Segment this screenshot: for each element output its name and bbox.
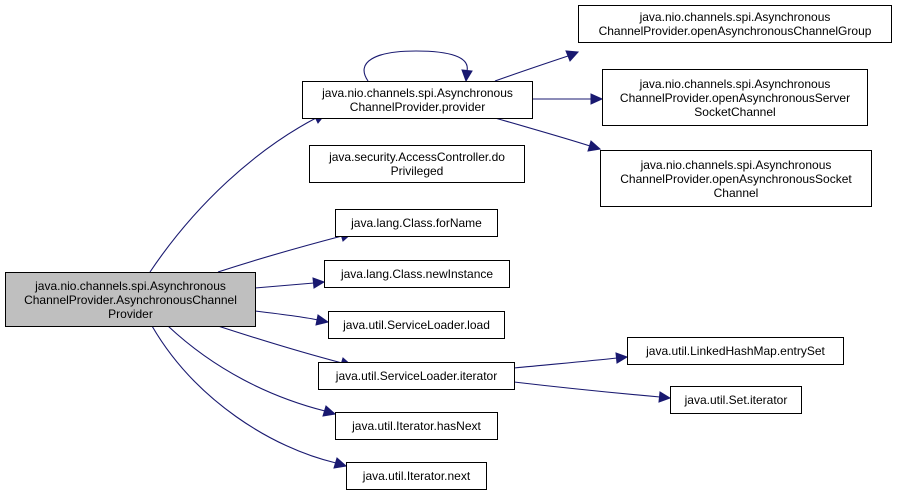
node-root-constructor: java.nio.channels.spi.Asynchronous Chann… [5,272,256,327]
node-forname[interactable]: java.lang.Class.forName [335,209,498,237]
arrowhead-opensocket [587,140,602,152]
node-open-server-socket-channel-label: java.nio.channels.spi.Asynchronous Chann… [619,76,851,119]
node-linkedhashmap-entryset[interactable]: java.util.LinkedHashMap.entrySet [627,337,844,365]
node-set-iterator[interactable]: java.util.Set.iterator [670,386,802,414]
node-open-server-socket-channel[interactable]: java.nio.channels.spi.Asynchronous Chann… [602,69,868,126]
node-doprivileged[interactable]: java.security.AccessController.do Privil… [309,145,525,183]
arrowhead-opengroup [565,50,580,62]
edge-root-sliterator [217,325,343,364]
arrowhead-entryset [615,352,629,364]
edge-provider-self [363,50,468,82]
edge-provider-opensocket [494,117,591,147]
edge-root-forname [217,235,343,273]
edge-root-newinstance [254,282,315,289]
node-iterator-hasnext[interactable]: java.util.Iterator.hasNext [335,412,498,440]
arrowhead-provider-self [461,69,473,83]
node-set-iterator-label: java.util.Set.iterator [684,393,788,407]
edge-root-load [254,310,319,321]
node-forname-label: java.lang.Class.forName [351,216,482,230]
edge-root-hasnext [167,325,326,412]
node-linkedhashmap-entryset-label: java.util.LinkedHashMap.entrySet [646,344,825,358]
node-provider-label: java.nio.channels.spi.Asynchronous Chann… [322,86,513,114]
arrowhead-load [315,314,330,326]
node-newinstance-label: java.lang.Class.newInstance [340,267,494,281]
node-iterator-hasnext-label: java.util.Iterator.hasNext [352,419,481,433]
node-open-channel-group[interactable]: java.nio.channels.spi.Asynchronous Chann… [578,5,892,43]
edge-root-provider [149,117,317,273]
node-provider[interactable]: java.nio.channels.spi.Asynchronous Chann… [302,81,533,119]
node-iterator-next[interactable]: java.util.Iterator.next [346,462,487,490]
node-serviceloader-iterator[interactable]: java.util.ServiceLoader.iterator [318,362,515,390]
arrowhead-setiterator [658,391,672,403]
edge-sliterator-setiterator [513,381,661,398]
edge-root-next [151,325,337,464]
arrowhead-openserver [590,93,604,105]
node-serviceloader-load[interactable]: java.util.ServiceLoader.load [328,311,505,339]
arrowhead-hasnext [322,405,337,417]
node-iterator-next-label: java.util.Iterator.next [362,469,471,483]
arrowhead-next [333,457,348,469]
node-serviceloader-load-label: java.util.ServiceLoader.load [343,318,490,332]
node-open-socket-channel[interactable]: java.nio.channels.spi.Asynchronous Chann… [600,150,872,207]
node-newinstance[interactable]: java.lang.Class.newInstance [324,260,510,288]
node-serviceloader-iterator-label: java.util.ServiceLoader.iterator [335,369,498,383]
node-doprivileged-label: java.security.AccessController.do Privil… [329,150,505,178]
edge-sliterator-entryset [513,357,618,369]
node-open-channel-group-label: java.nio.channels.spi.Asynchronous Chann… [598,10,872,38]
node-root-label: java.nio.channels.spi.Asynchronous Chann… [24,278,237,321]
node-open-socket-channel-label: java.nio.channels.spi.Asynchronous Chann… [620,157,852,200]
arrowhead-newinstance [312,277,326,289]
edge-provider-opengroup [494,55,569,82]
